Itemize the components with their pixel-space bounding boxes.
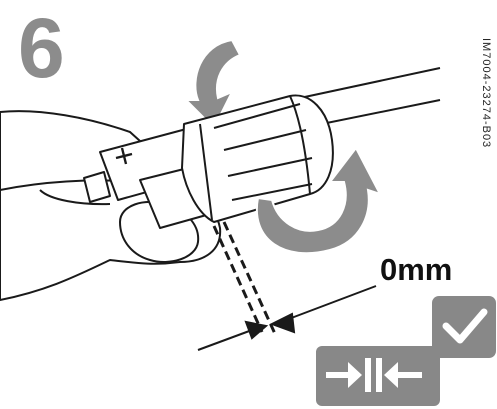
gap-arrows	[197, 285, 377, 351]
flush-join-badge	[316, 346, 440, 406]
document-code: IM7004-23274-B03	[480, 38, 492, 149]
rotate-arrow-bottom	[255, 146, 383, 255]
locking-nut	[181, 94, 334, 223]
check-badge	[432, 296, 496, 358]
gap-label: 0mm	[380, 252, 453, 287]
flush-join-arrows-icon	[326, 358, 422, 392]
checkmark-icon	[442, 308, 488, 344]
gap-guide-lines	[212, 221, 278, 337]
plus-mark-icon	[115, 147, 133, 165]
rotate-arrow-top	[183, 38, 242, 130]
step-number: 6	[18, 1, 65, 95]
